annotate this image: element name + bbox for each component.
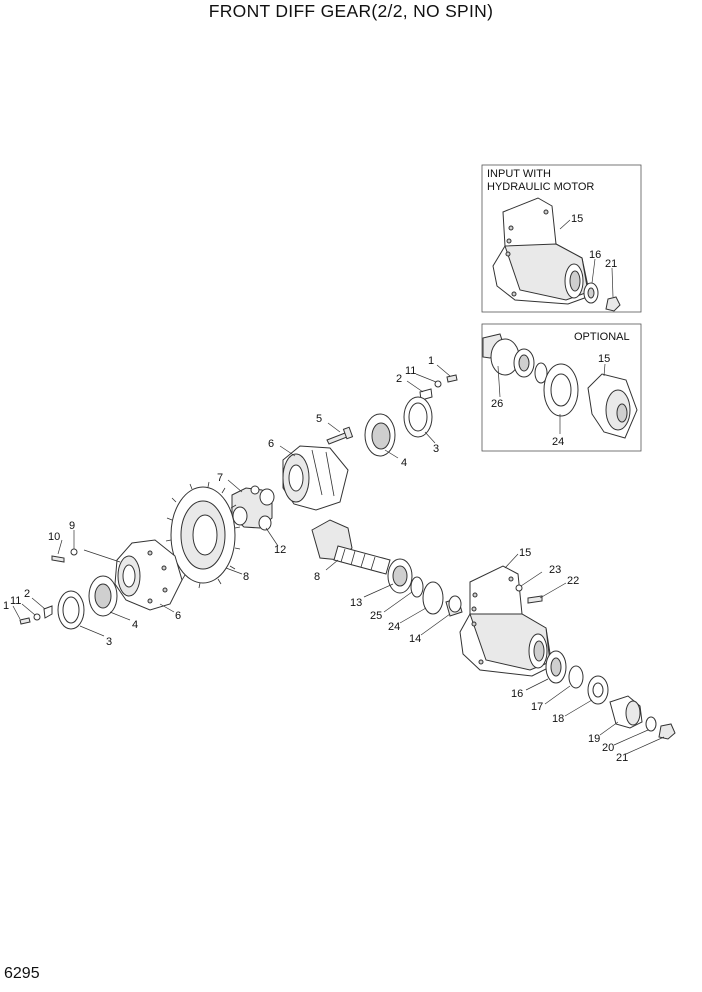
flange-19 — [609, 695, 643, 729]
callout-15-optional: 15 — [598, 353, 610, 365]
callout-15-inset: 15 — [571, 213, 583, 225]
page-number: 6295 — [4, 965, 40, 982]
callout-7: 7 — [217, 472, 223, 484]
ring-17 — [568, 665, 584, 689]
callout-13: 13 — [350, 597, 362, 609]
callout-24-optional: 24 — [552, 436, 564, 448]
callout-11-upper: 11 — [405, 365, 416, 377]
callout-3-lower: 3 — [106, 636, 112, 648]
callout-16: 16 — [511, 688, 523, 700]
shim-25 — [410, 576, 424, 598]
callout-4-upper: 4 — [401, 457, 407, 469]
bolt-22-washer-23 — [515, 584, 543, 604]
callout-6-lower: 6 — [175, 610, 181, 622]
callout-12: 12 — [274, 544, 286, 556]
callout-10: 10 — [48, 531, 60, 543]
callout-17: 17 — [531, 701, 543, 713]
o-ring-20 — [645, 716, 657, 732]
spacer-14 — [445, 595, 463, 617]
callout-24: 24 — [388, 621, 400, 633]
callout-6-upper: 6 — [268, 438, 274, 450]
inset-optional: OPTIONAL 26 24 15 — [481, 323, 642, 452]
callout-22: 22 — [567, 575, 579, 587]
callout-19: 19 — [588, 733, 600, 745]
bolt-10-washer-9 — [51, 548, 78, 563]
bolt-5 — [326, 426, 354, 445]
callout-2-lower: 2 — [24, 588, 30, 600]
callout-3-upper: 3 — [433, 443, 439, 455]
callout-11-lower: 11 — [10, 595, 21, 607]
callout-21: 21 — [616, 752, 628, 764]
callout-23: 23 — [549, 564, 561, 576]
ring-gear-8 — [165, 481, 241, 589]
nut-21-inset — [605, 296, 621, 312]
callout-8-ring-gear: 8 — [243, 571, 249, 583]
inset-hydraulic-motor: INPUT WITH HYDRAULIC MOTOR 15 16 21 — [481, 164, 642, 313]
carrier-housing-15 — [459, 565, 553, 677]
dust-cover-18 — [587, 675, 609, 705]
seal-16 — [545, 650, 567, 684]
callout-8-pinion: 8 — [314, 571, 320, 583]
page-title: FRONT DIFF GEAR(2/2, NO SPIN) — [208, 1, 494, 21]
callout-20: 20 — [602, 742, 614, 754]
callout-2-upper: 2 — [396, 373, 402, 385]
leader-lines — [12, 364, 665, 755]
callout-14: 14 — [409, 633, 421, 645]
spider-gears-7 — [231, 485, 275, 531]
inset-caption-line2: HYDRAULIC MOTOR — [487, 181, 594, 193]
inset-caption-line1: INPUT WITH — [487, 168, 551, 180]
bearing-nut-3-upper — [403, 396, 433, 438]
flange-15-optional — [587, 373, 638, 439]
upper-lock-group — [419, 374, 458, 401]
lower-lock-group — [19, 605, 53, 625]
callout-1-upper: 1 — [428, 355, 434, 367]
inset-optional-caption: OPTIONAL — [574, 331, 630, 343]
callout-labels: 1 11 2 3 4 5 6 7 12 8 8 10 9 6 4 3 1 11 … — [3, 355, 628, 764]
callout-4-lower: 4 — [132, 619, 138, 631]
callout-16-inset: 16 — [589, 249, 601, 261]
diff-case-6-upper — [282, 445, 349, 511]
bearing-4-upper — [364, 413, 396, 457]
callout-21-inset: 21 — [605, 258, 617, 270]
callout-15: 15 — [519, 547, 531, 559]
callout-26: 26 — [491, 398, 503, 410]
ring-optional — [534, 362, 548, 384]
shim-24 — [422, 581, 444, 615]
callout-18: 18 — [552, 713, 564, 725]
callout-9: 9 — [69, 520, 75, 532]
bearing-nut-3-lower — [57, 590, 85, 630]
nut-21 — [658, 723, 676, 740]
hydraulic-carrier-housing — [492, 197, 591, 305]
callout-25: 25 — [370, 610, 382, 622]
diff-case-6-lower — [114, 539, 183, 611]
callout-1-lower: 1 — [3, 600, 9, 612]
bearing-4-lower — [88, 575, 118, 617]
callout-5: 5 — [316, 413, 322, 425]
bearing-13 — [387, 558, 413, 594]
pinion-shaft-8 — [311, 519, 391, 575]
